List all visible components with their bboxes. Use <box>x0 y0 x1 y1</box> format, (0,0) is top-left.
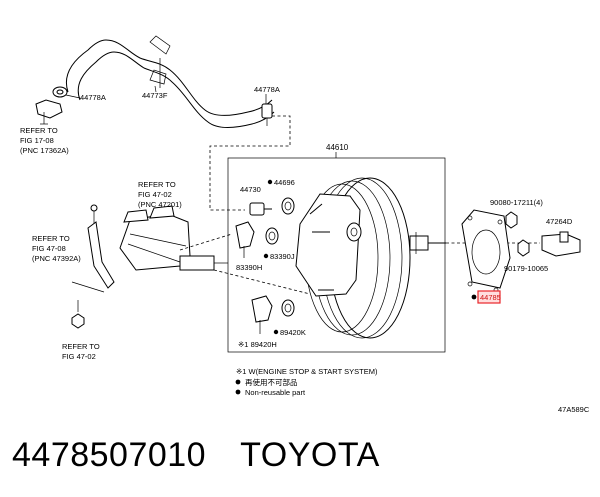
label-83390h: 83390H <box>236 263 262 272</box>
mounting-nut-left <box>71 313 85 329</box>
master-cylinder <box>119 205 228 271</box>
legend-non-reusable: Non-reusable part <box>245 388 306 397</box>
figure-code: 47A589C <box>558 405 590 414</box>
asterisk-89420h: ※1 <box>238 340 248 349</box>
label-44778a-top: 44778A <box>254 85 280 94</box>
svg-text:FIG 47-08: FIG 47-08 <box>32 244 66 253</box>
refer-fig17-block: REFER TO FIG 17-08 (PNC 17362A) <box>20 126 69 155</box>
svg-text:REFER TO: REFER TO <box>138 180 176 189</box>
svg-text:(PNC 47392A): (PNC 47392A) <box>32 254 81 263</box>
nut-90179 <box>517 239 530 257</box>
part-caption: 4478507010 TOYOTA <box>12 433 380 477</box>
svg-text:REFER TO: REFER TO <box>62 342 100 351</box>
svg-text:(PNC 17362A): (PNC 17362A) <box>20 146 69 155</box>
refer-fig47-bottom-block: REFER TO FIG 47-02 <box>62 342 100 361</box>
label-89420k: 89420K <box>280 328 306 337</box>
label-83390j: 83390J <box>270 252 295 261</box>
svg-text:FIG 17-08: FIG 17-08 <box>20 136 54 145</box>
parts-diagram: 44778A 44773F 44778A REFER TO FIG 17-08 … <box>20 35 590 414</box>
svg-text:FIG 47-02: FIG 47-02 <box>138 190 172 199</box>
legend-non-reusable-cjk: 再使用不可部品 <box>245 377 298 387</box>
refer-fig47-left-block: REFER TO FIG 47-08 (PNC 47392A) <box>32 234 81 263</box>
hose-clamp-left <box>52 86 68 98</box>
hose-clamp-top <box>261 103 273 126</box>
pedal-bracket <box>71 204 115 293</box>
sensor-89420h <box>251 295 273 334</box>
booster-assembly-frame <box>227 157 446 353</box>
grommet-44696 <box>281 197 295 215</box>
label-44785: 44785 <box>480 293 501 302</box>
nut-90080 <box>505 211 518 229</box>
label-89420h: ※1 89420H <box>238 340 277 349</box>
brake-booster <box>295 177 446 339</box>
svg-text:(PNC 47201): (PNC 47201) <box>138 200 182 209</box>
bracket-47264d <box>541 231 581 257</box>
brand-name: TOYOTA <box>240 436 380 474</box>
svg-text:REFER TO: REFER TO <box>20 126 58 135</box>
label-44730: 44730 <box>240 185 261 194</box>
svg-text:FIG 47-02: FIG 47-02 <box>62 352 96 361</box>
label-90179: 90179-10065 <box>504 264 548 273</box>
label-44773f: 44773F <box>142 91 168 100</box>
label-47264d: 47264D <box>546 217 573 226</box>
legend-asterisk-note: ※1 W(ENGINE STOP & START SYSTEM) <box>236 367 378 376</box>
check-valve <box>35 99 63 125</box>
highlight-44785 <box>477 290 501 304</box>
vacuum-hose <box>66 35 275 128</box>
grommet-83390j <box>265 227 279 245</box>
gasket-44785 <box>461 209 511 293</box>
refer-fig47-top-block: REFER TO FIG 47-02 (PNC 47201) <box>138 180 182 209</box>
label-44610: 44610 <box>326 143 349 152</box>
label-90080: 90080-17211(4) <box>490 198 543 207</box>
part-number: 4478507010 <box>12 436 207 474</box>
grommet-89420k <box>281 299 295 317</box>
svg-text:REFER TO: REFER TO <box>32 234 70 243</box>
sensor-83390h <box>235 221 255 258</box>
vacuum-fitting-44730 <box>249 202 272 216</box>
label-44696: 44696 <box>274 178 295 187</box>
label-44778a-left: 44778A <box>80 93 106 102</box>
legend: ※1 W(ENGINE STOP & START SYSTEM) 再使用不可部品… <box>235 367 378 397</box>
